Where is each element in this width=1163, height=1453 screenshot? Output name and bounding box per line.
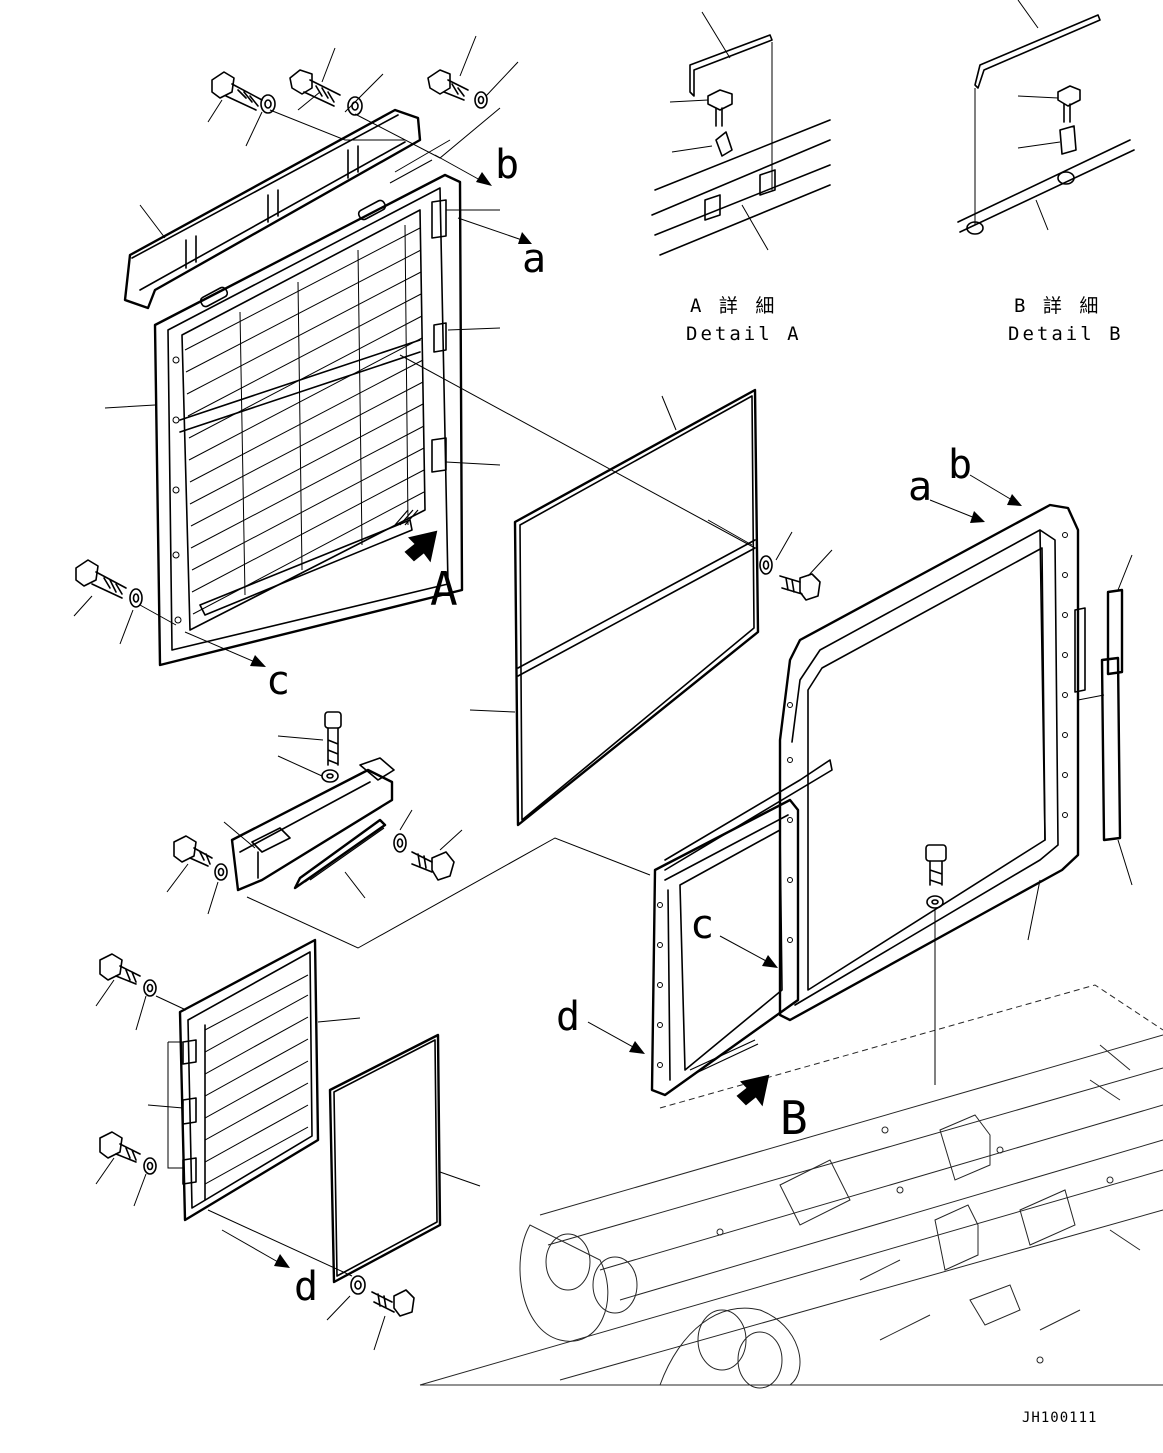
- leader-lines-top: [139, 35, 519, 239]
- arrow-b-frame: [969, 474, 1022, 506]
- bolt-middle-right: [393, 809, 463, 881]
- callout-c-left: c: [266, 658, 290, 704]
- callout-a-frame: a: [908, 464, 932, 510]
- chassis-background: [419, 984, 1163, 1389]
- arrow-d-frame: [587, 1021, 645, 1054]
- callout-b-frame: b: [948, 442, 972, 488]
- callout-b-top: b: [495, 142, 519, 188]
- detail-b-drawing: [957, 0, 1135, 235]
- bolt-lower-2: [95, 1131, 157, 1207]
- callout-d-bottom: d: [294, 1264, 318, 1310]
- drawing-code: JH100111: [1022, 1410, 1097, 1426]
- detail-a-jp: A 詳 細: [690, 295, 777, 317]
- middle-bracket: [223, 711, 651, 949]
- louver-slats: [184, 224, 425, 615]
- callout-a-top: a: [522, 236, 546, 282]
- small-filter-sheet: [328, 1033, 481, 1284]
- detail-b-jp: B 詳 細: [1014, 295, 1101, 317]
- arrow-b-top: [434, 154, 492, 186]
- bolt-middle-left: [166, 835, 228, 915]
- arrow-A-big: [404, 530, 438, 563]
- arrow-B-big: [736, 1074, 770, 1107]
- bolt-right-mid: [759, 531, 833, 601]
- frame-side-panel: [650, 759, 833, 1097]
- small-louver-panel: [147, 938, 361, 1222]
- main-frame: [778, 503, 1105, 1022]
- bolt-top-1: [211, 71, 263, 111]
- detail-b-en: Detail B: [1008, 323, 1124, 345]
- bolt-top-2: [289, 69, 341, 107]
- bolt-frame-bottom: [925, 844, 947, 1085]
- arrow-c-frame: [719, 935, 778, 968]
- arrow-c-left: [184, 631, 266, 667]
- bolt-lower-1: [95, 953, 187, 1031]
- callout-A: A: [430, 562, 458, 616]
- bolt-top-3: [427, 69, 469, 101]
- detail-a-drawing: [651, 11, 831, 256]
- frame-vertical-strip: [1100, 554, 1133, 886]
- arrow-d-bottom: [221, 1229, 290, 1268]
- callout-B: B: [780, 1091, 808, 1145]
- top-cover-bracket: [123, 108, 422, 310]
- large-louver-panel: [104, 139, 501, 667]
- bolt-left-mid: [73, 559, 177, 645]
- callout-d-frame: d: [556, 994, 580, 1040]
- arrow-a-frame: [929, 499, 985, 523]
- arrow-a-top: [457, 217, 532, 244]
- filter-screen: [399, 354, 760, 827]
- callout-c-frame: c: [690, 902, 714, 948]
- detail-a-en: Detail A: [686, 323, 802, 345]
- bolt-lower-3: [207, 1209, 415, 1351]
